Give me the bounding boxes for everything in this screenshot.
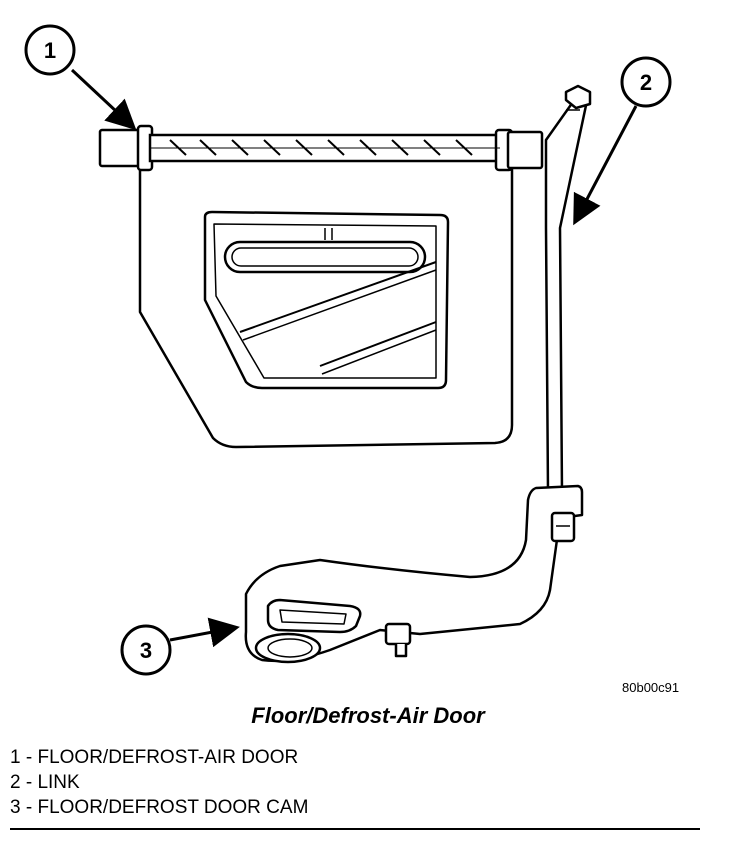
door-cam	[244, 484, 584, 664]
legend-item-number: 1	[10, 747, 21, 768]
legend-item: 2 - LINK	[10, 770, 308, 795]
figure-title: Floor/Defrost-Air Door	[251, 703, 485, 728]
callout-1: 1	[24, 24, 137, 131]
door-diagram: 1 2 3	[24, 24, 672, 676]
callout-1-number: 1	[44, 38, 56, 63]
callout-3: 3	[120, 617, 240, 676]
legend-item-text: - LINK	[20, 772, 80, 793]
legend-list: 1 - FLOOR/DEFROST-AIR DOOR 2 - LINK 3 - …	[10, 745, 308, 820]
legend-item-text: - FLOOR/DEFROST-AIR DOOR	[20, 747, 299, 768]
figure-code: 80b00c91	[622, 680, 680, 695]
link-rod	[544, 84, 592, 494]
legend-item: 1 - FLOOR/DEFROST-AIR DOOR	[10, 745, 308, 770]
legend-item: 3 - FLOOR/DEFROST DOOR CAM	[10, 795, 308, 820]
legend-item-text: - FLOOR/DEFROST DOOR CAM	[20, 797, 309, 818]
callout-3-number: 3	[140, 638, 152, 663]
air-door-panel	[138, 158, 514, 449]
bottom-divider	[10, 828, 700, 830]
legend-item-number: 2	[10, 772, 21, 793]
callout-2: 2	[573, 56, 672, 226]
callout-2-number: 2	[640, 70, 652, 95]
door-shaft	[98, 124, 544, 172]
legend-item-number: 3	[10, 797, 21, 818]
